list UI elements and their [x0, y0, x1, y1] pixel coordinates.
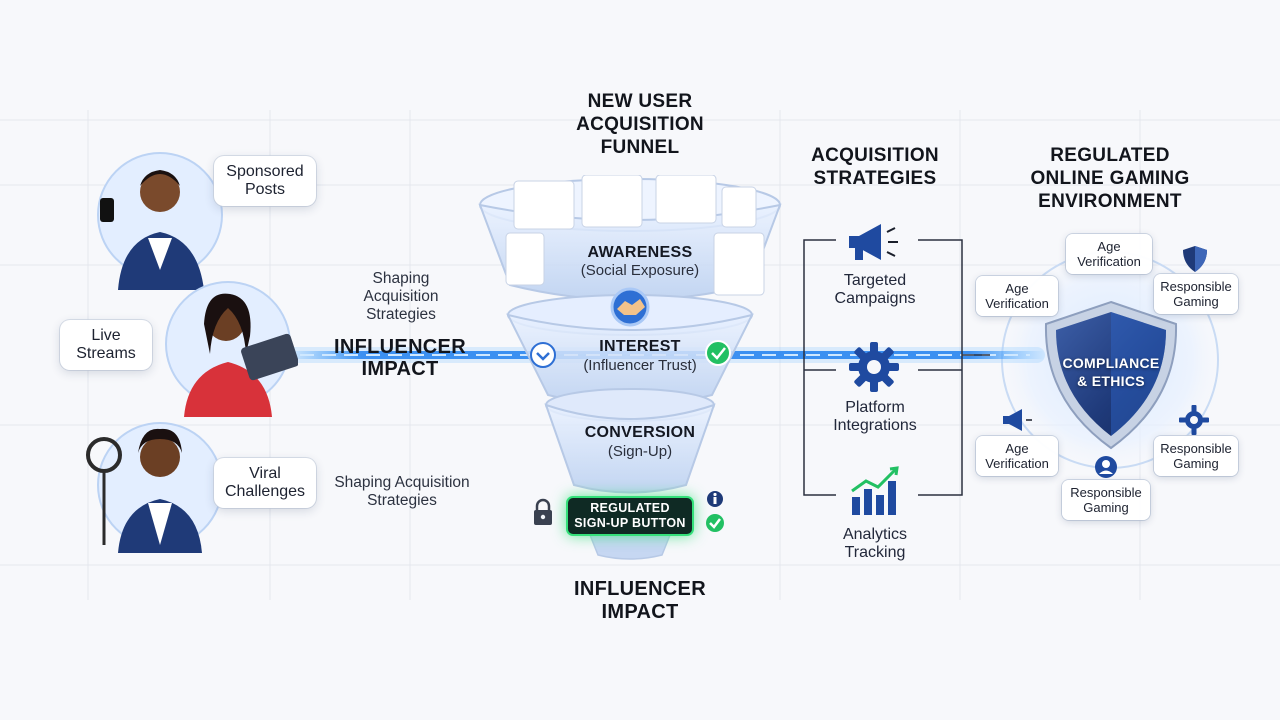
bar-chart-icon: [851, 466, 899, 515]
stage-awareness-title: AWARENESS: [587, 244, 693, 261]
gear-small-icon: [1179, 405, 1209, 435]
gear-icon: [849, 342, 899, 392]
influencer-avatar-livestream: [165, 281, 298, 417]
compliance-ethics-label: COMPLIANCE& ETHICS: [1062, 355, 1160, 389]
megaphone-icon: [849, 224, 898, 260]
stage-interest-subtitle: (Influencer Trust): [583, 357, 697, 374]
strategies-title: ACQUISITION STRATEGIES: [811, 145, 939, 189]
influencer-avatar-sponsored: [97, 152, 223, 290]
info-check-icons: [706, 491, 724, 532]
shield-small-icon: [1183, 246, 1207, 272]
user-icon: [1095, 456, 1117, 478]
stage-awareness-subtitle: (Social Exposure): [580, 262, 700, 279]
acquisition-funnel: [478, 175, 782, 560]
stage-interest-title: INTEREST: [599, 338, 681, 355]
stage-conversion-subtitle: (Sign-Up): [607, 443, 673, 460]
environment-title: REGULATED ONLINE GAMING ENVIRONMENT: [1030, 145, 1190, 212]
strategy-bracket: [803, 239, 990, 496]
social-post-cards: [505, 175, 765, 296]
influencer-avatar-viral: [86, 422, 223, 553]
stage-conversion-title: CONVERSION: [584, 424, 696, 441]
influencer-impact-bottom: INFLUENCER IMPACT: [574, 578, 706, 623]
compliance-shield-icon: [1044, 300, 1178, 450]
megaphone-small-icon: [1003, 409, 1032, 431]
funnel-title: NEW USER ACQUISITION FUNNEL: [576, 91, 704, 158]
influencer-impact-label: INFLUENCER IMPACT: [334, 336, 466, 380]
lock-icon: [534, 498, 552, 525]
